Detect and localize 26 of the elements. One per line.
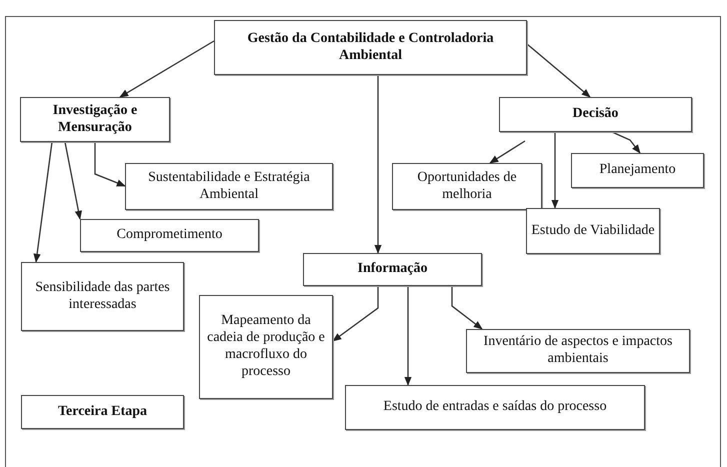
arrow [526,44,591,98]
topic-box: Oportunidades de melhoria [392,163,542,210]
topic-box: Inventário de aspectos e impactos ambientais [466,329,690,373]
topic-box: Mapeamento da cadeia de produção e macrofluxo do processo [199,295,333,399]
arrow [64,142,82,220]
arrow [119,40,214,98]
category-box: Investigação e Mensuração [20,97,170,142]
arrow [332,286,379,342]
topic-box: Comprometimento [80,219,259,252]
arrow [404,286,412,386]
arrow [33,142,53,263]
category-box: Decisão [499,97,692,132]
arrow [374,75,382,254]
topic-box: Estudo de entradas e saídas do processo [345,385,645,430]
topic-box: Estudo de Viabilidade [526,208,660,254]
arrow [451,286,483,330]
topic-box: Sensibilidade das partes interessadas [21,262,184,331]
arrow [94,142,126,187]
topic-box: Planejamento [571,153,704,188]
category-box: Informação [303,253,482,286]
category-box: Terceira Etapa [21,395,184,429]
category-box: Gestão da Contabilidade e Controladoria Ambiental [214,20,527,75]
arrow [551,132,559,209]
topic-box: Sustentabilidade e Estratégia Ambiental [125,163,333,210]
arrow [489,140,526,164]
arrow [612,131,641,154]
